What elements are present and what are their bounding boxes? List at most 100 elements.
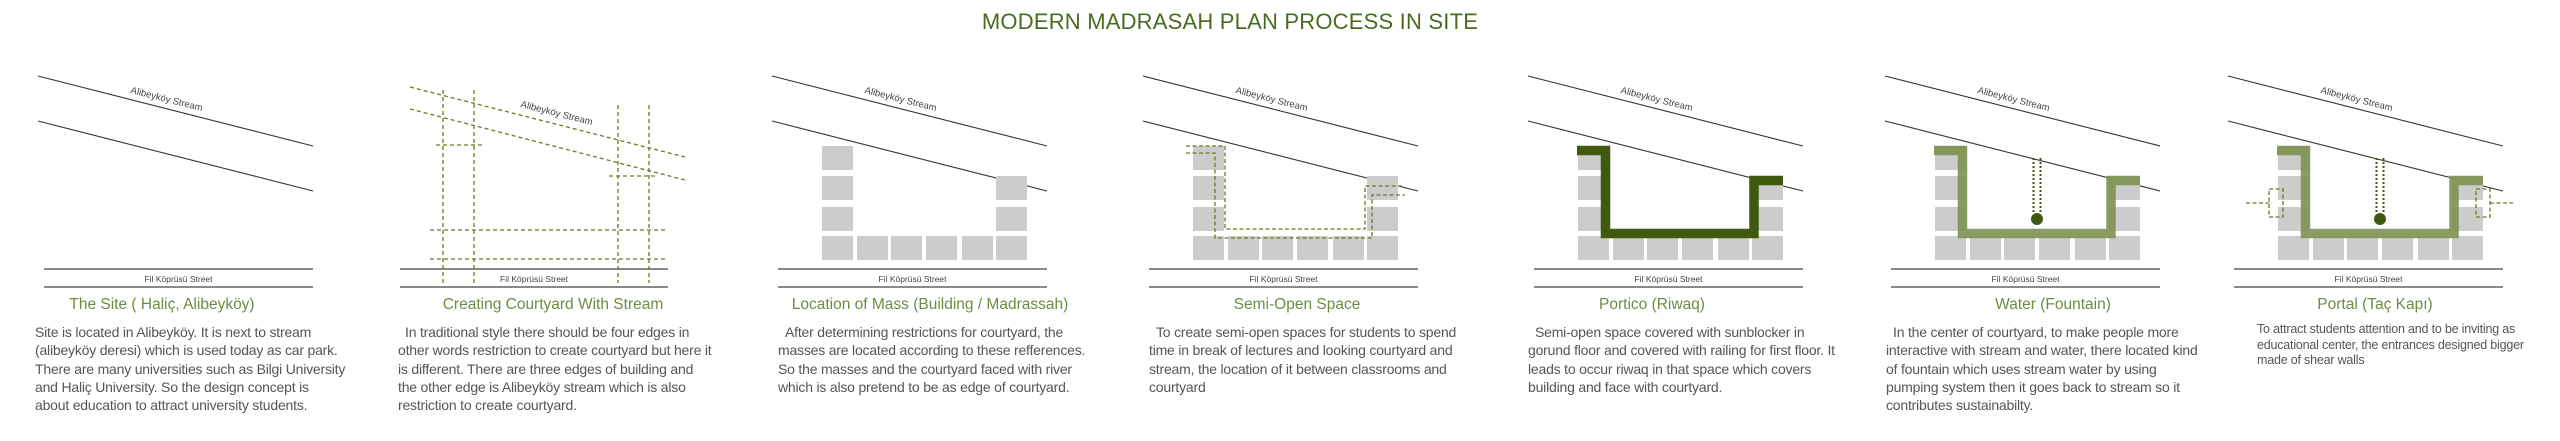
building-mass-block — [1718, 236, 1749, 260]
building-mass-block — [1262, 236, 1293, 260]
description-line: restriction to create courtyard. — [398, 397, 577, 414]
fountain-icon — [2031, 213, 2043, 225]
street-label: Fil Köprüsü Street — [878, 274, 947, 284]
building-mass-block — [1193, 207, 1224, 231]
description-line: interactive with stream and water, there… — [1886, 342, 2198, 359]
stream-edge-line — [1884, 75, 2161, 147]
description-line: time in break of lectures and looking co… — [1149, 342, 1453, 359]
description-line: There are many universities such as Bilg… — [35, 360, 346, 377]
building-mass-block — [822, 146, 853, 170]
building-mass-block — [1970, 236, 2001, 260]
panel-description-portico: Semi-open space covered with sunblocker … — [1528, 323, 1835, 396]
portico-riwaq — [1934, 145, 2140, 239]
stream-label: Alibeyköy Stream — [863, 85, 937, 114]
panel-description-site: Site is located in Alibeyköy. It is next… — [35, 323, 345, 414]
building-mass-block — [962, 236, 993, 260]
fountain-icon — [2374, 213, 2386, 225]
description-line: stream, the location of it between class… — [1149, 360, 1447, 377]
panel-description-mass: After determining restrictions for court… — [778, 323, 1085, 396]
building-mass-block — [822, 176, 853, 200]
panel-description-fountain: In the center of courtyard, to make peop… — [1886, 323, 2198, 414]
stream-label: Alibeyköy Stream — [1234, 85, 1308, 114]
building-mass-block — [1193, 176, 1224, 200]
building-mass-block — [1297, 236, 1328, 260]
stream-edge-line — [37, 75, 314, 147]
building-mass-block — [2313, 236, 2344, 260]
panel-description-grid: In traditional style there should be fou… — [398, 323, 712, 414]
panel-title-portico: Portico (Riwaq) — [1599, 296, 1705, 313]
building-mass-block — [1367, 236, 1398, 260]
building-mass-block — [1752, 236, 1783, 260]
portal-entrance-left — [2268, 188, 2284, 218]
building-mass-block — [2075, 236, 2106, 260]
stream-label: Alibeyköy Stream — [519, 99, 593, 128]
building-mass-block — [2382, 236, 2413, 260]
panel-title-semi: Semi-Open Space — [1233, 296, 1361, 313]
description-line: the other edge is Alibeyköy stream which… — [398, 378, 686, 395]
building-mass-block — [996, 207, 1027, 231]
street-label: Fil Köprüsü Street — [2334, 274, 2403, 284]
description-line: other words restriction to create courty… — [398, 342, 712, 359]
building-mass-block — [891, 236, 922, 260]
building-mass-block — [857, 236, 888, 260]
stream-label: Alibeyköy Stream — [1619, 85, 1693, 114]
stream-edge-line — [37, 120, 314, 192]
building-mass-block — [822, 236, 853, 260]
description-line: is different. There are three edges of b… — [398, 360, 694, 377]
building-mass-block — [1613, 236, 1644, 260]
description-line: about education to attract university st… — [35, 397, 308, 414]
street-label: Fil Köprüsü Street — [1991, 274, 2060, 284]
description-line: After determining restrictions for court… — [785, 324, 1064, 340]
description-line: Semi-open space covered with sunblocker … — [1535, 324, 1805, 340]
street-label: Fil Köprüsü Street — [1634, 274, 1703, 284]
description-line: pumping system then it goes back to stre… — [1886, 378, 2180, 395]
building-mass-block — [822, 207, 853, 231]
description-line: contributes sustainabilty. — [1886, 397, 2034, 414]
panel-description-semi: To create semi-open spaces for students … — [1149, 323, 1456, 396]
building-mass-block — [926, 236, 957, 260]
street-label: Fil Köprüsü Street — [500, 274, 569, 284]
description-line: So the masses and the courtyard faced wi… — [778, 360, 1072, 377]
stream-edge-line — [1527, 75, 1804, 147]
stream-edge-line — [409, 86, 686, 158]
street-label: Fil Köprüsü Street — [1249, 274, 1318, 284]
description-line: (alibeyköy deresi) which is used today a… — [35, 342, 338, 359]
building-mass-block — [2109, 236, 2140, 260]
panel-description-portal: To attract students attention and to be … — [2257, 322, 2524, 369]
building-mass-block — [996, 236, 1027, 260]
page-title: MODERN MADRASAH PLAN PROCESS IN SITE — [981, 9, 1479, 34]
description-line: To attract students attention and to be … — [2257, 322, 2516, 336]
building-mass-block — [1682, 236, 1713, 260]
building-mass-block — [2039, 236, 2070, 260]
description-line: courtyard — [1149, 378, 1206, 395]
building-mass-block — [2452, 236, 2483, 260]
stream-label: Alibeyköy Stream — [2319, 85, 2393, 114]
description-line: In the center of courtyard, to make peop… — [1893, 324, 2179, 340]
building-mass-block — [2347, 236, 2378, 260]
description-line: building and face with courtyard. — [1528, 378, 1723, 395]
building-mass-block — [2278, 236, 2309, 260]
panel-title-site: The Site ( Haliç, Alibeyköy) — [69, 296, 255, 313]
building-mass-block — [996, 176, 1027, 200]
stream-edge-line — [409, 108, 686, 181]
building-mass-block — [1578, 236, 1609, 260]
stream-edge-line — [2227, 75, 2504, 147]
panel-title-grid: Creating Courtyard With Stream — [442, 296, 664, 313]
building-mass-block — [1647, 236, 1678, 260]
building-mass-block — [1333, 236, 1364, 260]
description-line: Site is located in Alibeyköy. It is next… — [35, 324, 312, 340]
portico-riwaq — [2277, 145, 2483, 239]
portico-riwaq — [1577, 145, 1783, 239]
street-label: Fil Köprüsü Street — [144, 274, 213, 284]
description-line: which is also pretend to be as edge of c… — [778, 378, 1070, 395]
building-mass-block — [1935, 236, 1966, 260]
stream-label: Alibeyköy Stream — [1976, 85, 2050, 114]
description-line: made of shear walls — [2257, 353, 2365, 367]
